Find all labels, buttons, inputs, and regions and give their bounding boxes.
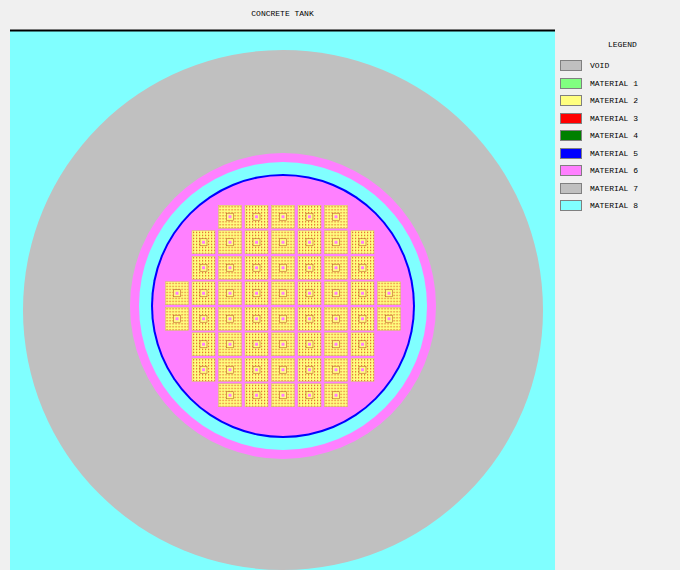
water-gap xyxy=(139,162,427,450)
fuel-assembly xyxy=(245,231,268,254)
fuel-assembly xyxy=(272,282,295,305)
legend-text: MATERIAL 7 xyxy=(590,184,638,193)
fuel-assembly xyxy=(351,307,374,330)
fuel-assembly xyxy=(298,256,321,279)
concrete-shield xyxy=(23,50,543,570)
fuel-assembly xyxy=(219,231,242,254)
fuel-assembly xyxy=(166,307,189,330)
fuel-assembly xyxy=(325,358,348,381)
fuel-assembly xyxy=(325,384,348,407)
fuel-assembly xyxy=(245,307,268,330)
fuel-assembly xyxy=(245,384,268,407)
fuel-assembly xyxy=(192,231,215,254)
fuel-assembly xyxy=(192,333,215,356)
fuel-assembly xyxy=(219,333,242,356)
fuel-assembly xyxy=(192,282,215,305)
legend-swatch xyxy=(560,78,582,89)
fuel-assembly xyxy=(272,256,295,279)
fuel-assembly xyxy=(298,384,321,407)
legend-swatch xyxy=(560,95,582,106)
title-bar xyxy=(0,0,555,570)
legend-text: MATERIAL 8 xyxy=(590,201,638,210)
legend-swatch xyxy=(560,200,582,211)
fuel-assembly xyxy=(272,205,295,228)
fuel-assembly xyxy=(192,307,215,330)
fuel-assembly xyxy=(245,282,268,305)
fuel-assembly xyxy=(351,256,374,279)
fuel-assembly xyxy=(298,282,321,305)
fuel-assembly xyxy=(192,256,215,279)
legend-text: MATERIAL 2 xyxy=(590,96,638,105)
fuel-assembly xyxy=(166,282,189,305)
fuel-assembly xyxy=(192,358,215,381)
fuel-assembly xyxy=(298,307,321,330)
fuel-assembly xyxy=(272,358,295,381)
plot-title: CONCRETE TANK xyxy=(10,9,555,18)
legend-swatch xyxy=(560,148,582,159)
fuel-assembly xyxy=(272,307,295,330)
legend-swatch xyxy=(560,113,582,124)
fuel-assembly xyxy=(351,358,374,381)
legend-panel: LEGEND VOID MATERIAL 1 MATERIAL 2 MATERIAL … xyxy=(555,0,680,570)
legend-text: VOID xyxy=(590,61,609,70)
fuel-assembly xyxy=(219,384,242,407)
fuel-assembly xyxy=(325,282,348,305)
fuel-assembly xyxy=(272,333,295,356)
fuel-assembly xyxy=(325,205,348,228)
fuel-assembly xyxy=(245,358,268,381)
fuel-assembly xyxy=(219,358,242,381)
legend-text: MATERIAL 1 xyxy=(590,79,638,88)
fuel-assembly xyxy=(219,205,242,228)
core-barrel xyxy=(151,174,415,438)
fuel-assembly xyxy=(351,231,374,254)
fuel-assembly xyxy=(378,282,401,305)
fuel-assembly xyxy=(325,231,348,254)
fuel-assembly xyxy=(351,282,374,305)
legend-swatch xyxy=(560,60,582,71)
legend-swatch xyxy=(560,183,582,194)
fuel-assemblies xyxy=(166,205,401,407)
fuel-assembly xyxy=(378,307,401,330)
fuel-assembly xyxy=(325,333,348,356)
fuel-assembly xyxy=(298,358,321,381)
legend-swatch xyxy=(560,165,582,176)
fuel-assembly xyxy=(325,307,348,330)
fuel-assembly xyxy=(298,205,321,228)
fuel-assembly xyxy=(219,307,242,330)
fuel-assembly xyxy=(219,256,242,279)
fuel-assembly xyxy=(245,333,268,356)
fuel-assembly xyxy=(272,231,295,254)
legend-text: MATERIAL 5 xyxy=(590,149,638,158)
fuel-assembly xyxy=(272,384,295,407)
fuel-assembly xyxy=(298,231,321,254)
legend-text: MATERIAL 4 xyxy=(590,131,638,140)
tank-water xyxy=(10,31,555,570)
core-region xyxy=(153,176,413,436)
fuel-assembly xyxy=(298,333,321,356)
outer-ring xyxy=(130,153,436,459)
fuel-assembly xyxy=(351,333,374,356)
legend-text: MATERIAL 3 xyxy=(590,114,638,123)
fuel-assembly xyxy=(219,282,242,305)
legend-swatch xyxy=(560,130,582,141)
legend-heading: LEGEND xyxy=(608,40,637,49)
fuel-assembly xyxy=(245,256,268,279)
legend-text: MATERIAL 6 xyxy=(590,166,638,175)
fuel-assembly xyxy=(245,205,268,228)
frame-line xyxy=(10,30,555,32)
fuel-assembly xyxy=(325,256,348,279)
